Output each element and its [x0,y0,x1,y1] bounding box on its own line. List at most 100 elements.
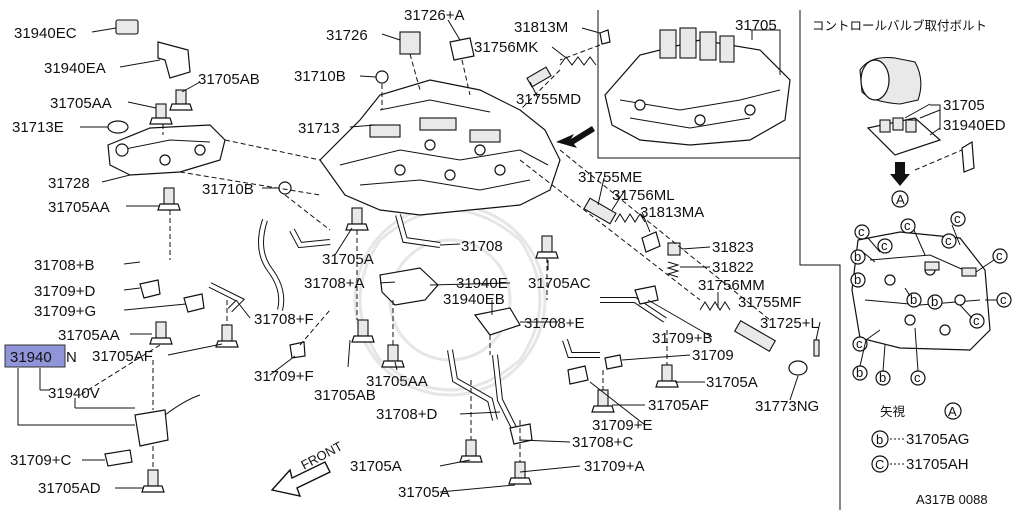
bracket-31940EA [157,41,191,79]
plate-31813MA [641,231,661,253]
bolt-inset [859,56,975,208]
legend-part-b[interactable]: 31705AG [906,431,969,448]
label-31755MD[interactable]: 31755MD [516,91,581,108]
label-31705AA-3[interactable]: 31705AA [58,327,120,344]
label-31728[interactable]: 31728 [48,175,90,192]
part-labels: 31940EC 31940EA 31705AB 31705AA 31713E 3… [10,7,1006,501]
bubble-letters: c c c c c c c c c c b b b b b b [854,211,1007,385]
svg-text:c: c [945,233,952,248]
inset-caption: コントロールバルブ取付ボルト [812,18,987,33]
label-31709F[interactable]: 31709+F [254,368,314,385]
highlight-box-31940N[interactable] [4,344,66,368]
label-31813M[interactable]: 31813M [514,19,568,36]
plug-31773NG [788,360,808,376]
label-31726[interactable]: 31726 [326,27,368,44]
callout-frame-31940N [17,368,135,426]
label-31709E[interactable]: 31709+E [592,417,652,434]
tubes [127,214,667,432]
direction-arrow-icon [556,126,595,148]
svg-text:c: c [858,224,865,239]
label-31705AC[interactable]: 31705AC [528,275,591,292]
arrow-up-icon [890,162,910,186]
label-31708B[interactable]: 31708+B [34,257,94,274]
label-31756ML[interactable]: 31756ML [612,187,675,204]
label-31705AA-1[interactable]: 31705AA [50,95,112,112]
washer-31710B-mid [278,181,292,195]
label-31755MF[interactable]: 31755MF [738,294,801,311]
label-31705AF-1[interactable]: 31705AF [92,348,153,365]
label-31708[interactable]: 31708 [461,238,503,255]
label-31756MK[interactable]: 31756MK [474,39,538,56]
label-31822[interactable]: 31822 [712,259,754,276]
washer-31710B-top [375,70,389,84]
svg-text:b: b [856,365,863,380]
label-31710B-1[interactable]: 31710B [294,68,346,85]
plate-31728 [107,124,226,176]
part-31726A [449,37,475,61]
label-31726A[interactable]: 31726+A [404,7,464,24]
label-31940V[interactable]: 31940V [48,385,100,402]
front-arrow-icon [270,461,331,497]
label-31705-inset[interactable]: 31705 [943,97,985,114]
label-31755ME[interactable]: 31755ME [578,169,642,186]
oring-31713E [107,120,129,134]
label-31705A-3[interactable]: 31705A [350,458,402,475]
label-31756MM[interactable]: 31756MM [698,277,765,294]
label-31710B-2[interactable]: 31710B [202,181,254,198]
clip-31940EC [115,19,139,35]
label-31709C[interactable]: 31709+C [10,452,71,469]
label-31705AB-2[interactable]: 31705AB [314,387,376,404]
label-31705A-1[interactable]: 31705A [322,251,374,268]
label-31705AB[interactable]: 31705AB [198,71,260,88]
svg-text:b: b [854,272,861,287]
label-31705AA-4[interactable]: 31705AA [366,373,428,390]
label-31713[interactable]: 31713 [298,120,340,137]
label-31823[interactable]: 31823 [712,239,754,256]
label-31705A-2[interactable]: 31705A [706,374,758,391]
spring-31756ML [614,213,646,223]
label-31725L[interactable]: 31725+L [760,315,819,332]
svg-text:c: c [973,313,980,328]
inset-frames [597,10,841,510]
label-31940ED[interactable]: 31940ED [943,117,1006,134]
label-31705-top[interactable]: 31705 [735,17,777,34]
label-31709A[interactable]: 31709+A [584,458,644,475]
label-31708D[interactable]: 31708+D [376,406,437,423]
valve-31755ME [583,197,617,225]
callout-c-bubbles [852,211,1012,386]
clamps [104,267,659,467]
label-31705AA-2[interactable]: 31705AA [48,199,110,216]
label-31705AF-2[interactable]: 31705AF [648,397,709,414]
label-31773NG[interactable]: 31773NG [755,398,819,415]
label-31708E[interactable]: 31708+E [524,315,584,332]
spring-31756MK [559,56,597,66]
svg-text:b: b [854,249,861,264]
label-31705AD[interactable]: 31705AD [38,480,101,497]
part-label-31940-highlighted[interactable]: 31940 [10,349,52,366]
label-31713E[interactable]: 31713E [12,119,64,136]
legend: b 31705AG C 31705AH [871,430,969,473]
svg-text:b: b [931,294,938,309]
label-31709G[interactable]: 31709+G [34,303,96,320]
valve-body-31713 [319,79,561,216]
label-31940EC[interactable]: 31940EC [14,25,77,42]
label-31940E[interactable]: 31940E [456,275,508,292]
label-31709[interactable]: 31709 [692,347,734,364]
label-31813MA[interactable]: 31813MA [640,204,704,221]
plug-31823 [667,242,681,256]
label-31940EA[interactable]: 31940EA [44,60,106,77]
label-31708C[interactable]: 31708+C [572,434,633,451]
label-31709B[interactable]: 31709+B [652,330,712,347]
label-31708F[interactable]: 31708+F [254,311,314,328]
label-31709D[interactable]: 31709+D [34,283,95,300]
svg-text:c: c [856,336,863,351]
legend-part-c[interactable]: 31705AH [906,456,969,473]
label-31708A[interactable]: 31708+A [304,275,364,292]
plug-31813M [599,29,611,45]
view-caption: 矢視 [880,404,906,419]
label-31940EB[interactable]: 31940EB [443,291,505,308]
part-label-31940-suffix: N [66,349,77,366]
label-31705A-4[interactable]: 31705A [398,484,450,501]
spring-31822 [666,261,680,278]
